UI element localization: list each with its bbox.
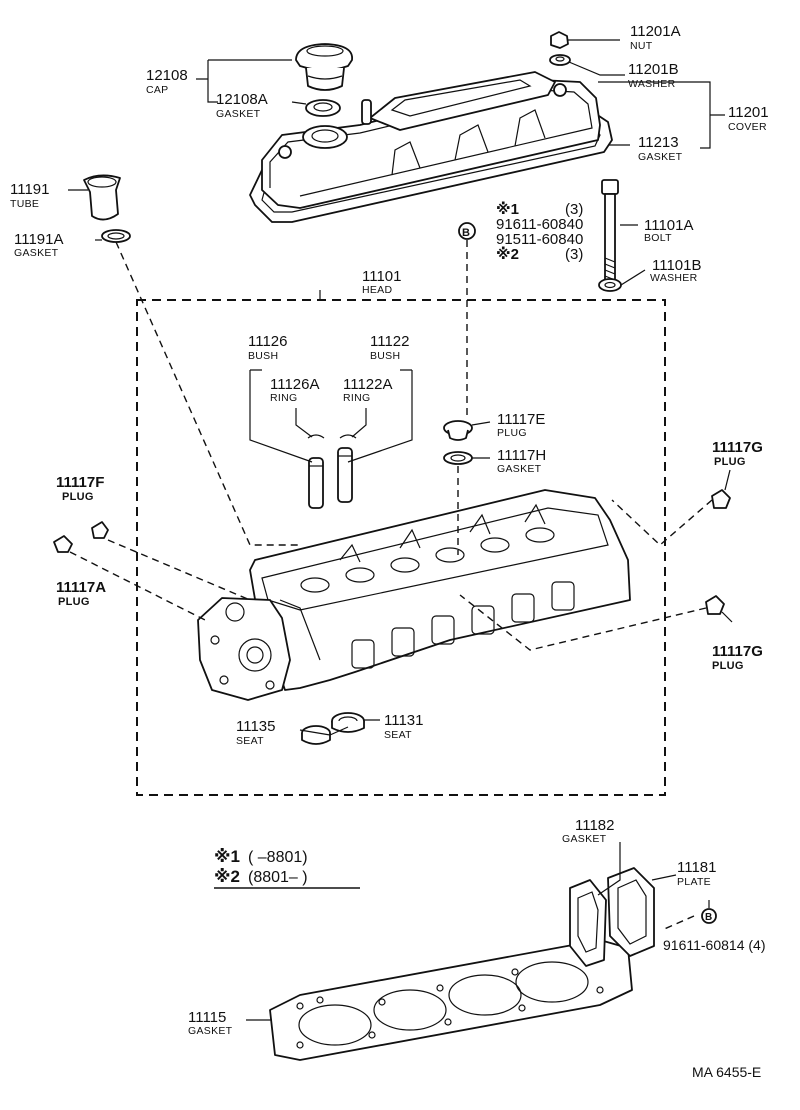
part-name-gasket-12108a: GASKET [216, 108, 261, 120]
part-name-gasket-11191a: GASKET [14, 247, 59, 259]
bolt-marker-letter: B [462, 227, 470, 239]
part-name-bush-11122: BUSH [370, 350, 400, 362]
head-assembly-box [136, 299, 666, 796]
plug-g-top-illustration [711, 489, 731, 509]
part-number-11115: 11115 [188, 1009, 226, 1026]
plug-a-illustration [53, 535, 73, 553]
tube-gasket-illustration [101, 229, 131, 243]
part-number-11201: 11201 [728, 104, 769, 121]
seat-11131-illustration [331, 712, 365, 733]
footer-code: MA 6455-E [692, 1064, 761, 1080]
legend-line1-mark: ※1 [214, 847, 240, 866]
part-name-nut: NUT [630, 40, 653, 52]
legend-line2-range: (8801– ) [248, 869, 308, 886]
washer-illustration [549, 54, 571, 66]
part-number-11117a: 11117A [56, 579, 106, 596]
valve-guide-bush-illustration [308, 447, 353, 509]
bolt-row1-qty: (3) [565, 201, 583, 218]
part-name-plug-a: PLUG [58, 596, 90, 608]
head-bolt-washer-illustration [598, 278, 622, 292]
part-name-washer-11101b: WASHER [650, 272, 698, 284]
part-name-cover: COVER [728, 121, 767, 133]
part-name-washer: WASHER [628, 78, 676, 90]
part-name-plug-f: PLUG [62, 491, 94, 503]
plug-e-illustration [443, 420, 473, 441]
plate-bolt-marker-letter: B [705, 912, 712, 923]
part-number-11126: 11126 [248, 333, 288, 350]
part-number-11213: 11213 [638, 134, 679, 151]
plug-f-illustration [91, 521, 109, 539]
plate-bolt-marker-illustration [701, 908, 717, 924]
bolt-row4-mark: ※2 [496, 245, 519, 263]
part-number-11122a: 11122A [343, 376, 393, 393]
part-number-11117g-top: 11117G [712, 439, 763, 456]
leader-lines [68, 39, 733, 1021]
part-name-seat-11135: SEAT [236, 735, 264, 747]
part-name-gasket-11213: GASKET [638, 151, 683, 163]
bolt-row2-part: 91611-60840 [496, 216, 583, 233]
part-number-11117g-bottom: 11117G [712, 643, 763, 660]
part-name-ring-11126a: RING [270, 392, 297, 404]
cap-gasket-illustration [305, 99, 341, 117]
part-number-11117f: 11117F [56, 474, 104, 491]
part-name-bush-11126: BUSH [248, 350, 278, 362]
bolt-row3-part: 91511-60840 [496, 231, 583, 248]
plate-gasket-illustration [569, 879, 607, 967]
part-name-plate: PLATE [677, 876, 711, 888]
plug-g-bottom-illustration [705, 595, 725, 615]
part-name-plug-g-top: PLUG [714, 456, 746, 468]
legend: ※1 ( –8801) ※2 (8801– ) [214, 847, 360, 889]
part-name-gasket-11115: GASKET [188, 1025, 233, 1037]
bolt-row1-mark: ※1 [496, 200, 519, 218]
part-number-12108: 12108 [146, 67, 188, 84]
part-number-11191: 11191 [10, 181, 50, 198]
part-number-11131: 11131 [384, 712, 424, 729]
part-number-11201a: 11201A [630, 23, 681, 40]
plate-bolt-part-number: 91611-60814 (4) [663, 937, 765, 953]
legend-line2-mark: ※2 [214, 867, 240, 886]
part-name-plug-g-bottom: PLUG [712, 660, 744, 672]
part-number-11117h: 11117H [497, 447, 546, 464]
plate-illustration [607, 867, 655, 957]
part-number-11135: 11135 [236, 718, 276, 735]
part-number-12108a: 12108A [216, 91, 268, 108]
legend-line1-range: ( –8801) [248, 849, 308, 866]
part-name-plug-11117e: PLUG [497, 427, 527, 439]
tube-illustration [83, 174, 121, 221]
bolt-row4-qty: (3) [565, 246, 583, 263]
snap-ring-illustration [307, 434, 357, 439]
bolt-marker-b [458, 222, 476, 240]
valve-cover-illustration [249, 71, 613, 223]
cylinder-head-illustration [197, 489, 631, 701]
part-number-11181: 11181 [677, 859, 717, 876]
seat-11135-illustration [301, 725, 331, 745]
part-number-11122: 11122 [370, 333, 410, 350]
part-name-tube: TUBE [10, 198, 39, 210]
head-bolt-illustration [601, 179, 619, 287]
head-gasket-illustration [269, 939, 633, 1061]
part-name-gasket-11182: GASKET [562, 833, 607, 845]
part-number-11126a: 11126A [270, 376, 320, 393]
part-number-11101: 11101 [362, 268, 402, 285]
part-name-gasket-11117h: GASKET [497, 463, 542, 475]
part-number-11101b: 11101B [652, 257, 702, 274]
part-number-11117e: 11117E [497, 411, 545, 428]
part-number-11182: 11182 [575, 817, 615, 834]
part-name-bolt: BOLT [644, 232, 672, 244]
nut-illustration [550, 31, 569, 49]
part-name-seat-11131: SEAT [384, 729, 412, 741]
gasket-h-illustration [443, 451, 473, 465]
dashed-assembly-lines [69, 240, 713, 931]
part-name-head: HEAD [362, 284, 392, 296]
oil-cap-illustration [295, 43, 353, 91]
part-number-11101a: 11101A [644, 217, 694, 234]
part-number-11201b: 11201B [628, 61, 679, 78]
part-name-ring-11122a: RING [343, 392, 370, 404]
part-name-cap: CAP [146, 84, 169, 96]
part-number-11191a: 11191A [14, 231, 64, 248]
